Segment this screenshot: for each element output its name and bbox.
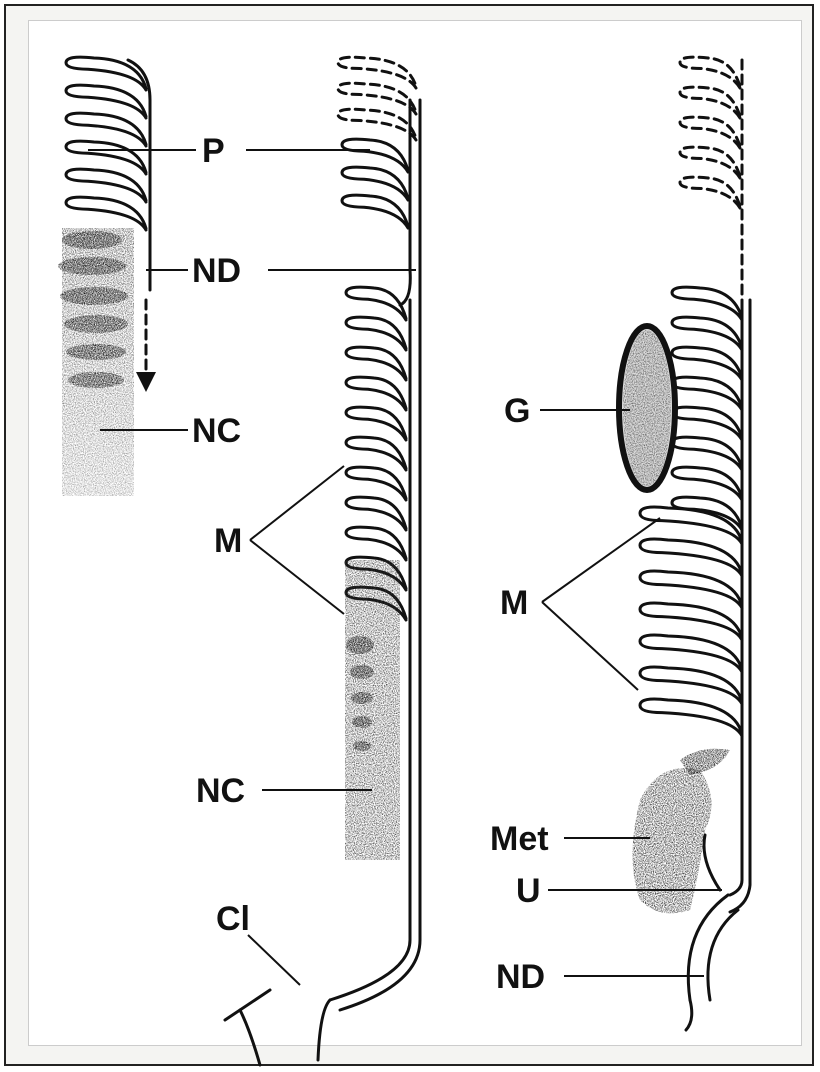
nephrogenic-cord-b [345, 560, 400, 860]
mesonephric-tubule [346, 347, 406, 380]
label-m-b: M [214, 522, 242, 560]
nephric-duct-outer-b [340, 100, 420, 1010]
degenerating-tubule [680, 147, 740, 178]
degenerating-tubule [680, 57, 740, 88]
mesonephric-tubule [346, 437, 406, 470]
label-nd-a: ND [192, 252, 241, 290]
mesonephric-tubule [672, 347, 742, 380]
pronephric-tubules-a [66, 57, 146, 230]
label-met: Met [490, 820, 549, 858]
mesonephric-tubule [672, 407, 742, 440]
arrow-head-icon [136, 372, 156, 392]
label-nc-a: NC [192, 412, 241, 450]
mesonephric-tubule [346, 527, 406, 560]
cloaca-rim [225, 990, 270, 1020]
label-cl: Cl [216, 900, 250, 938]
nephric-duct-lower-end-1 [686, 1000, 692, 1030]
mesonephric-tubule [346, 407, 406, 440]
nephric-duct-lower-c-2 [708, 910, 738, 1000]
mesonephric-tubule [346, 467, 406, 500]
mesonephric-tubule [346, 497, 406, 530]
mesonephric-tubule [672, 317, 742, 350]
degenerating-tubule [338, 109, 416, 140]
tubule-upper [342, 195, 408, 228]
ureteric-bud [704, 835, 720, 890]
metanephros [633, 768, 712, 913]
cloaca-wall-left [240, 1010, 260, 1065]
panel-c [619, 57, 750, 1030]
cloaca-wall-right [318, 1000, 330, 1060]
mesonephric-tubule [672, 437, 742, 470]
mesonephric-tubule [346, 287, 406, 320]
metanephros-cap [680, 749, 730, 775]
label-m-c: M [500, 584, 528, 622]
label-u: U [516, 872, 541, 910]
label-p: P [202, 132, 225, 170]
label-nd-c: ND [496, 958, 545, 996]
degenerating-tubule [680, 117, 740, 148]
degenerating-tubule [680, 87, 740, 118]
degenerating-tubule [680, 177, 740, 208]
mesonephric-tubule [672, 467, 742, 500]
degenerating-tubules-c [680, 57, 740, 208]
pronephric-tubule [66, 197, 146, 230]
panel-b [225, 57, 420, 1065]
mesonephric-tubule [346, 377, 406, 410]
gonad-stipple [623, 330, 671, 486]
degenerating-tubules-b [338, 57, 416, 140]
leader-lines [88, 150, 722, 985]
mesonephric-tubules-b [342, 139, 408, 620]
label-nc-b: NC [196, 772, 245, 810]
mesonephric-tubule [346, 317, 406, 350]
mesonephric-tubule [672, 377, 742, 410]
mesonephric-tubule [672, 287, 742, 320]
label-g: G [504, 392, 530, 430]
mesonephric-tubule-large [640, 699, 742, 736]
